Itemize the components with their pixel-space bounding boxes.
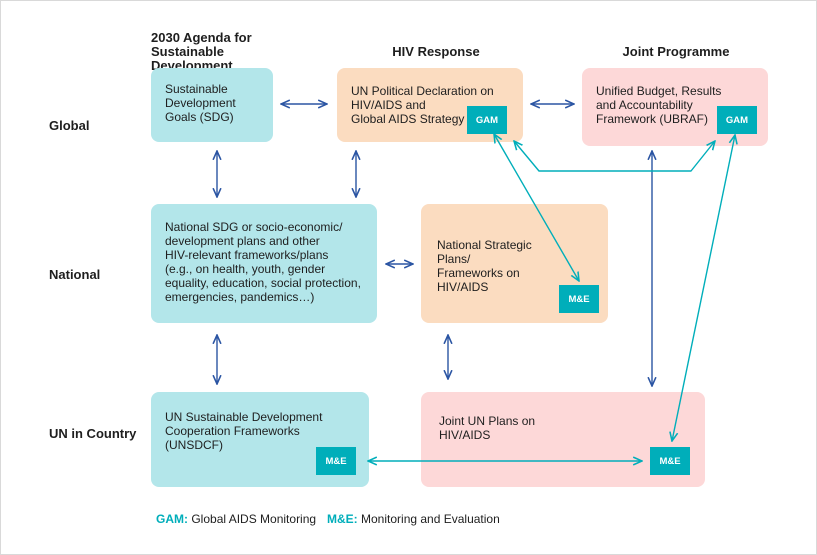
me-badge: M&E — [650, 447, 690, 475]
arrow-gam-nsp-me — [494, 134, 579, 281]
sdg-box: Sustainable Development Goals (SDG) — [151, 68, 273, 142]
unsdcf-label: UN Sustainable Development Cooperation F… — [165, 410, 323, 452]
column-header-hiv-response: HIV Response — [392, 44, 480, 59]
legend-me-text: Monitoring and Evaluation — [361, 512, 500, 526]
arrow-gam-gam — [514, 141, 715, 172]
legend-me-key: M&E: — [327, 512, 358, 526]
me-badge: M&E — [316, 447, 356, 475]
joint-un-plans-box: Joint UN Plans on HIV/AIDS M&E — [421, 392, 705, 487]
legend-gam-text: Global AIDS Monitoring — [191, 512, 317, 526]
row-header-global: Global — [49, 118, 90, 133]
legend-gam-key: GAM: — [156, 512, 188, 526]
legend-gam: GAM: Global AIDS Monitoring — [156, 512, 316, 526]
ubraf-label: Unified Budget, Results and Accountabili… — [596, 84, 722, 126]
column-header-agenda: 2030 Agenda for Sustainable Development — [151, 30, 252, 73]
national-sdg-box: National SDG or socio-economic/ developm… — [151, 204, 377, 323]
national-sdg-label: National SDG or socio-economic/ developm… — [165, 220, 361, 304]
unsdcf-box: UN Sustainable Development Cooperation F… — [151, 392, 369, 487]
joint-un-plans-label: Joint UN Plans on HIV/AIDS — [439, 414, 536, 442]
un-declaration-label: UN Political Declaration on HIV/AIDS and… — [351, 84, 494, 126]
ubraf-box: Unified Budget, Results and Accountabili… — [582, 68, 768, 146]
column-header-joint-programme: Joint Programme — [622, 44, 730, 59]
gam-badge: GAM — [467, 106, 507, 134]
gam-badge: GAM — [717, 106, 757, 134]
sdg-label: Sustainable Development Goals (SDG) — [165, 82, 236, 124]
row-header-national: National — [49, 267, 101, 282]
row-header-un-in-country: UN in Country — [49, 426, 137, 441]
un-declaration-box: UN Political Declaration on HIV/AIDS and… — [337, 68, 523, 142]
legend-me: M&E: Monitoring and Evaluation — [327, 512, 500, 526]
arrow-ubraf-gam-joint-me — [672, 135, 735, 441]
me-badge: M&E — [559, 285, 599, 313]
